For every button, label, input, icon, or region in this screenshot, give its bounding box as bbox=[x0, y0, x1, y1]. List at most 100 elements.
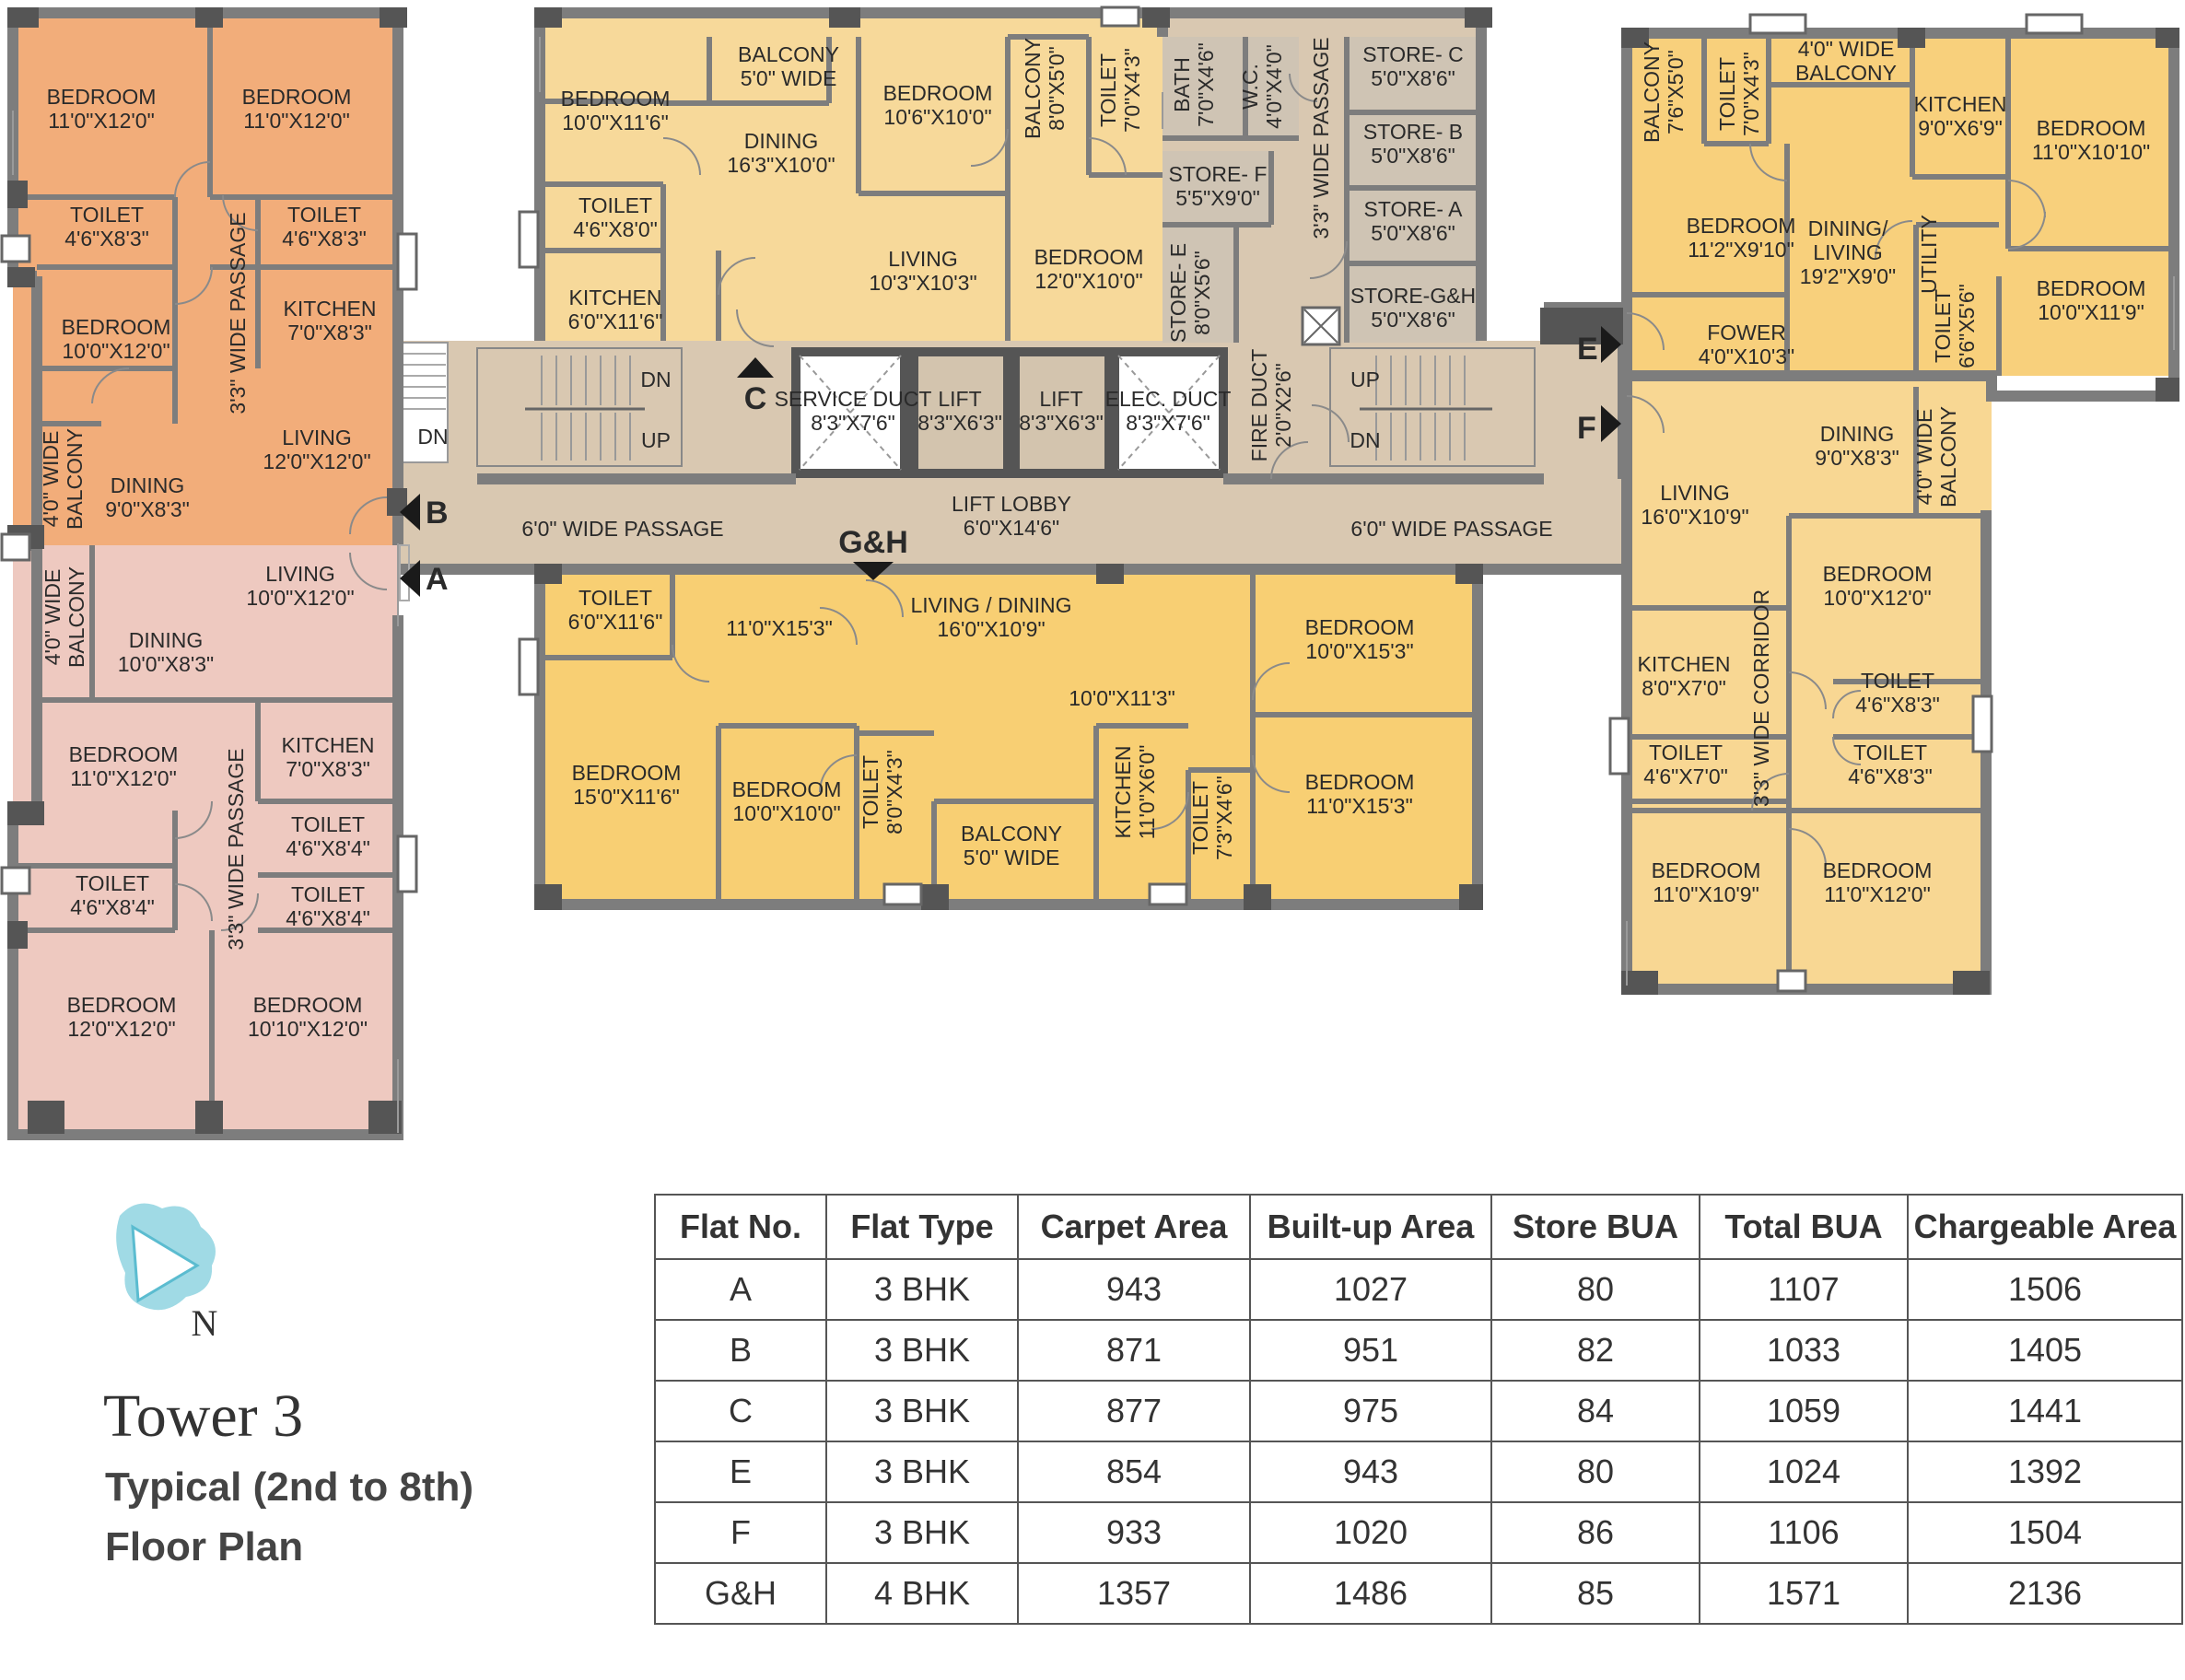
arrow-f bbox=[1601, 405, 1621, 442]
col-carpet-area: Carpet Area bbox=[1017, 1194, 1251, 1260]
stair-labels: DN UP DN UP DN bbox=[417, 368, 1380, 452]
bath-fill bbox=[1163, 37, 1245, 138]
table-cell: 1506 bbox=[1907, 1258, 2183, 1321]
room-label-gh-toilet3: TOILET7'3"X4'6" bbox=[1188, 776, 1236, 860]
interior-walls bbox=[13, 13, 2174, 1135]
table-cell: 86 bbox=[1490, 1501, 1700, 1564]
stair-dn-2: DN bbox=[1350, 428, 1380, 452]
col-flat-type: Flat Type bbox=[825, 1194, 1019, 1260]
table-cell: B bbox=[654, 1319, 827, 1382]
wc-fill bbox=[1245, 37, 1299, 138]
wall-piers bbox=[7, 7, 2179, 1134]
table-cell: 1027 bbox=[1249, 1258, 1492, 1321]
tower-title: Tower 3 bbox=[103, 1382, 304, 1450]
room-label-passage-v: 3'3" WIDE PASSAGE bbox=[1309, 37, 1333, 239]
flat-gh-fill bbox=[540, 569, 1478, 904]
arrow-gh bbox=[853, 562, 894, 580]
table-cell: C bbox=[654, 1380, 827, 1442]
room-label-c-toilet2: TOILET7'0"X4'3" bbox=[1096, 48, 1144, 133]
room-label-e-toilet2: TOILET6'6"X5'6" bbox=[1931, 284, 1979, 368]
arrow-e bbox=[1601, 326, 1621, 363]
flat-a-fill bbox=[13, 545, 398, 1135]
flat-e-area bbox=[1627, 33, 2174, 376]
table-cell: 1486 bbox=[1249, 1562, 1492, 1625]
lift-1-box bbox=[909, 347, 1012, 478]
room-label-b-balcony: 4'0" WIDEBALCONY bbox=[39, 428, 87, 530]
store-f-fill bbox=[1163, 151, 1271, 225]
store-e-fill bbox=[1163, 225, 1236, 343]
north-label: N bbox=[192, 1302, 218, 1344]
store-gh-fill bbox=[1347, 263, 1479, 343]
table-cell: 933 bbox=[1017, 1501, 1251, 1564]
table-cell: 1059 bbox=[1699, 1380, 1909, 1442]
table-cell: 877 bbox=[1017, 1380, 1251, 1442]
stair-up-1: UP bbox=[641, 428, 671, 452]
room-label-gh-foyer: 11'0"X15'3" bbox=[726, 616, 833, 640]
table-cell: 1106 bbox=[1699, 1501, 1909, 1564]
flat-e-fill bbox=[1627, 33, 2174, 376]
table-cell: 1107 bbox=[1699, 1258, 1909, 1321]
table-cell: 4 BHK bbox=[825, 1562, 1019, 1625]
area-table: Flat No. Flat Type Carpet Area Built-up … bbox=[654, 1194, 2183, 1625]
table-cell: 871 bbox=[1017, 1319, 1251, 1382]
table-cell: 943 bbox=[1017, 1258, 1251, 1321]
room-label-a-passage: 3'3" WIDE PASSAGE bbox=[224, 748, 248, 950]
room-label-e-utility: UTILITY bbox=[1917, 215, 1941, 294]
store-rooms bbox=[1163, 37, 1479, 343]
table-cell: 975 bbox=[1249, 1380, 1492, 1442]
lift-2-box bbox=[1011, 347, 1114, 478]
door-swings bbox=[91, 73, 2046, 931]
room-label-passage-r: 6'0" WIDE PASSAGE bbox=[1350, 517, 1552, 541]
table-cell: 84 bbox=[1490, 1380, 1700, 1442]
table-cell: 80 bbox=[1490, 1258, 1700, 1321]
room-label-gh-kitchen: KITCHEN11'0"X6'0" bbox=[1111, 745, 1159, 840]
store-c-fill bbox=[1347, 37, 1479, 112]
col-chargeable-area: Chargeable Area bbox=[1907, 1194, 2183, 1260]
stair-up-2: UP bbox=[1350, 368, 1380, 391]
room-label-c-balcony2: BALCONY8'0"X5'0" bbox=[1021, 38, 1069, 139]
table-cell: F bbox=[654, 1501, 827, 1564]
tag-a: A bbox=[426, 562, 449, 597]
plan-subtitle-name: Floor Plan bbox=[105, 1524, 304, 1569]
table-cell: 3 BHK bbox=[825, 1380, 1019, 1442]
floor-plan: B A C G&H E F DN UP DN UP DN BEDROOM11'0… bbox=[0, 6, 2179, 1140]
room-label-gh-hall: 10'0"X11'3" bbox=[1069, 686, 1175, 710]
windows bbox=[0, 6, 2084, 993]
table-cell: 1392 bbox=[1907, 1441, 2183, 1503]
flat-f-fill-east bbox=[1789, 516, 1986, 989]
room-label-fire-duct: FIRE DUCT2'0"X2'6" bbox=[1247, 349, 1295, 462]
flat-b-fill bbox=[13, 13, 398, 545]
